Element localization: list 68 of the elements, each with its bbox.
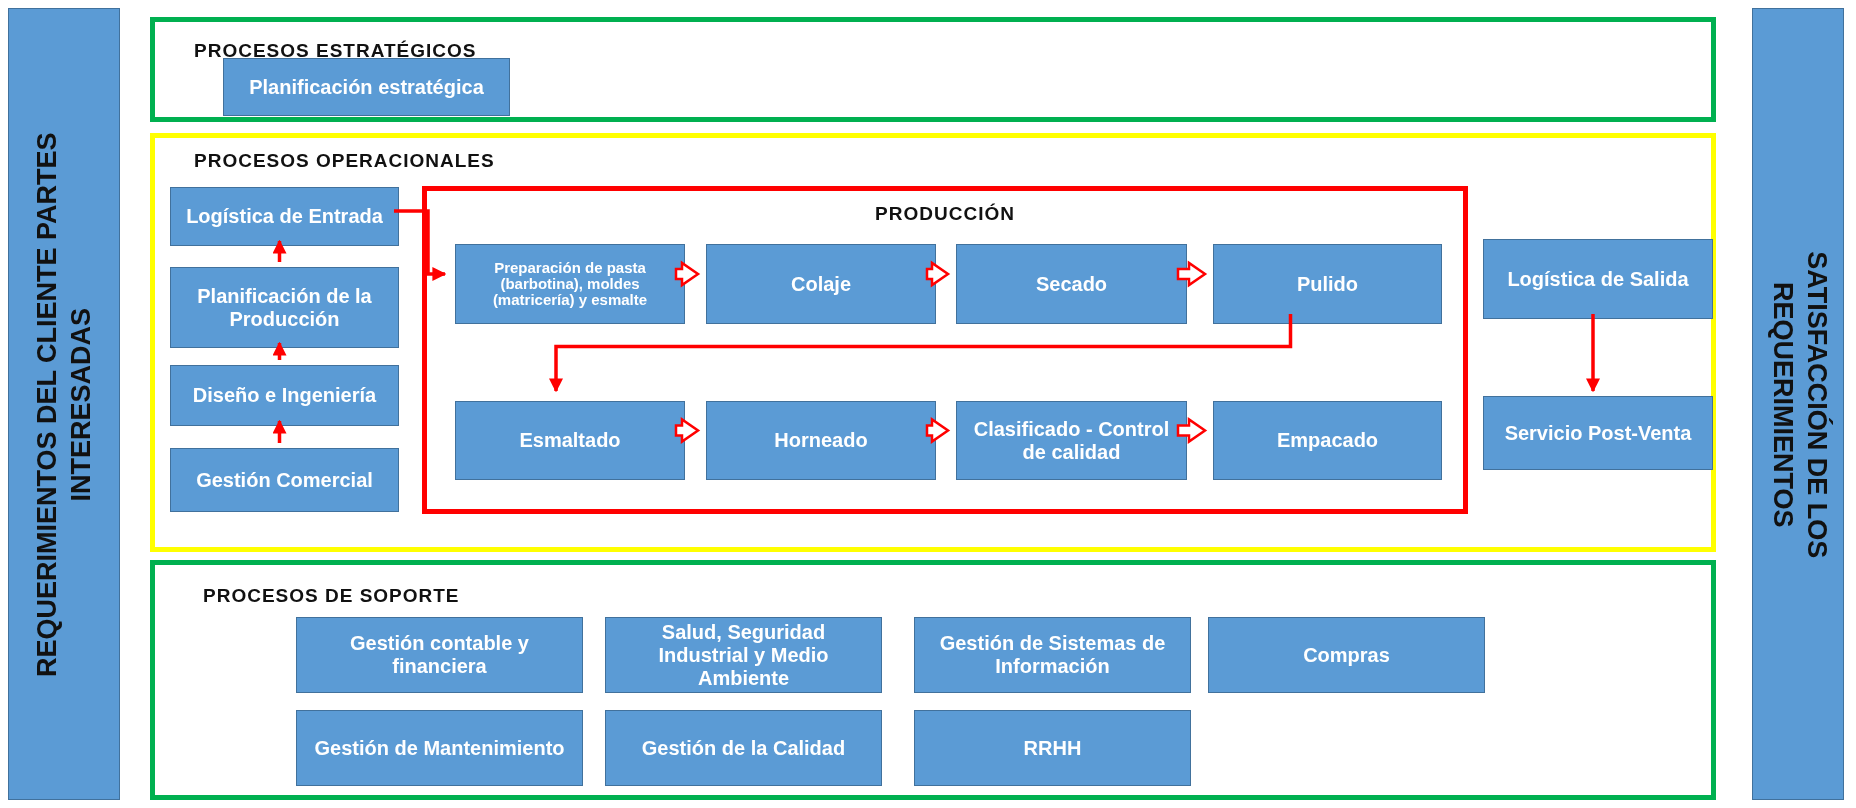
process-label: Logística de Entrada (185, 205, 384, 228)
process-label: Empacado (1275, 429, 1380, 452)
process-box (605, 617, 882, 693)
process-label: Secado (1034, 272, 1109, 296)
arrow (272, 239, 287, 262)
group-title: PROCESOS OPERACIONALES (194, 150, 495, 172)
block-arrow (674, 260, 701, 288)
process-box (956, 401, 1187, 480)
process-label: Pulido (1295, 272, 1360, 296)
process-label: Esmaltado (518, 429, 622, 452)
process-group-frame (150, 560, 1716, 800)
process-group-frame (422, 186, 1468, 514)
process-box (170, 187, 399, 246)
side-band (1752, 8, 1844, 800)
process-label: Gestión Comercial (195, 468, 374, 492)
arrow (394, 209, 447, 281)
process-box (1213, 244, 1442, 324)
process-box (455, 244, 685, 324)
process-label: Clasificado - Control de calidad (972, 417, 1171, 464)
process-label: Gestión contable y financiera (349, 632, 530, 678)
process-box (706, 244, 936, 324)
process-label: Gestión de Mantenimiento (313, 736, 566, 760)
process-box (914, 710, 1191, 786)
process-label: Gestión de la Calidad (640, 736, 847, 760)
process-box (1213, 401, 1442, 480)
process-label: Gestión de Sistemas de Información (938, 632, 1167, 678)
process-box (956, 244, 1187, 324)
process-box (605, 710, 882, 786)
process-box (296, 617, 583, 693)
process-label: Colaje (790, 272, 852, 296)
process-box (706, 401, 936, 480)
process-box (170, 448, 399, 512)
group-title: PRODUCCIÓN (874, 203, 1016, 225)
process-group-frame (150, 17, 1716, 122)
process-box (1208, 617, 1485, 693)
arrow (1586, 314, 1600, 393)
process-box (296, 710, 583, 786)
process-box (170, 365, 399, 426)
process-box (1483, 239, 1713, 319)
block-arrow (925, 417, 951, 444)
process-box (455, 401, 685, 480)
arrow (272, 419, 287, 443)
block-arrow (1176, 260, 1208, 288)
arrow (272, 341, 287, 360)
process-box (223, 58, 510, 116)
process-group-frame (150, 133, 1716, 552)
process-box (170, 267, 399, 348)
process-box (914, 617, 1191, 693)
process-label: Diseño e Ingeniería (191, 384, 378, 407)
process-label: Servicio Post-Venta (1503, 421, 1693, 445)
process-label: Horneado (773, 429, 869, 452)
process-label: Planificación de la Producción (196, 284, 373, 331)
process-label: RRHH (1022, 736, 1083, 760)
process-label: Preparación de pasta (barbotina), moldes (matricería) y esmalte (491, 260, 649, 308)
side-band-label: REQUERIMIENTOS DEL CLIENTE PARTES INTERESADAS (31, 131, 97, 680)
group-title: PROCESOS DE SOPORTE (203, 585, 460, 607)
arrow (549, 314, 1293, 393)
side-band-label: SATISFACCIÓN DE LOS REQUERIMIENTOS (1767, 250, 1833, 561)
process-label: Compras (1302, 643, 1391, 667)
block-arrow (674, 417, 701, 444)
process-label: Logística de Salida (1506, 267, 1690, 291)
process-label: Planificación estratégica (248, 75, 485, 99)
block-arrow (925, 260, 951, 288)
block-arrow (1176, 417, 1208, 444)
process-box (1483, 396, 1713, 470)
side-band (8, 8, 120, 800)
group-title: PROCESOS ESTRATÉGICOS (194, 40, 477, 62)
process-label: Salud, Seguridad Industrial y Medio Ambiente (657, 620, 830, 690)
